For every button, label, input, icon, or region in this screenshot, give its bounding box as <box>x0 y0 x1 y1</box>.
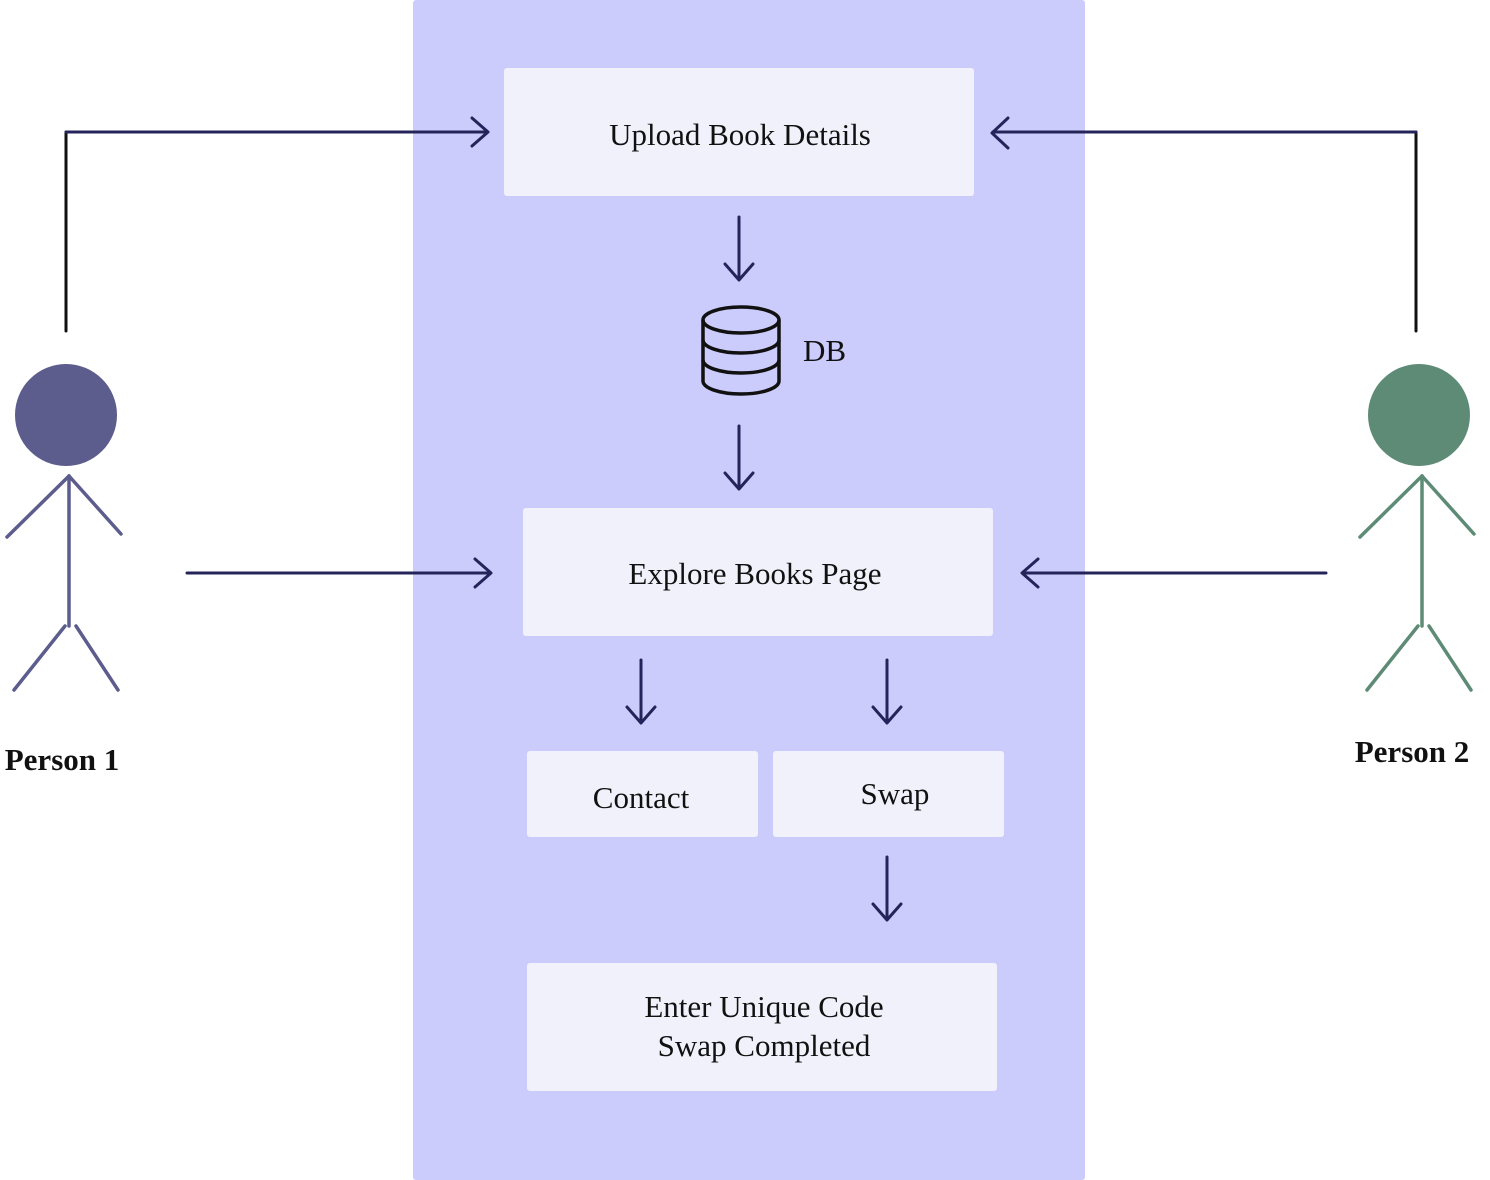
swap-label: Swap <box>861 776 930 811</box>
enter-unique-code-label: Enter Unique Code <box>644 989 883 1024</box>
arrow-person1-to-upload <box>64 116 490 148</box>
arrow-swap-to-final <box>871 855 903 922</box>
upload-book-details-box: Upload Book Details <box>504 68 974 196</box>
person1-stick-figure-icon <box>5 364 123 692</box>
person2-stick-figure-icon <box>1358 364 1476 692</box>
swap-completion-box: Enter Unique Code Swap Completed <box>527 963 997 1091</box>
arrow-upload-to-db <box>723 215 755 282</box>
swap-completed-label: Swap Completed <box>658 1028 871 1063</box>
arrow-person2-to-explore <box>1020 557 1328 589</box>
arrow-explore-to-contact <box>625 658 657 725</box>
db-label: DB <box>803 333 846 368</box>
swap-box: Swap <box>773 751 1004 837</box>
contact-box: Contact <box>527 751 758 837</box>
arrow-person2-to-upload <box>990 116 1418 150</box>
upload-book-details-label: Upload Book Details <box>609 117 871 152</box>
arrow-explore-to-swap <box>871 658 903 725</box>
explore-books-page-box: Explore Books Page <box>523 508 993 636</box>
database-icon <box>701 305 781 396</box>
arrow-db-to-explore <box>723 424 755 491</box>
explore-books-page-label: Explore Books Page <box>628 556 881 591</box>
contact-label: Contact <box>593 780 690 815</box>
arrow-person1-to-explore <box>185 557 493 589</box>
person1-label: Person 1 <box>5 742 120 777</box>
person2-label: Person 2 <box>1355 734 1470 769</box>
